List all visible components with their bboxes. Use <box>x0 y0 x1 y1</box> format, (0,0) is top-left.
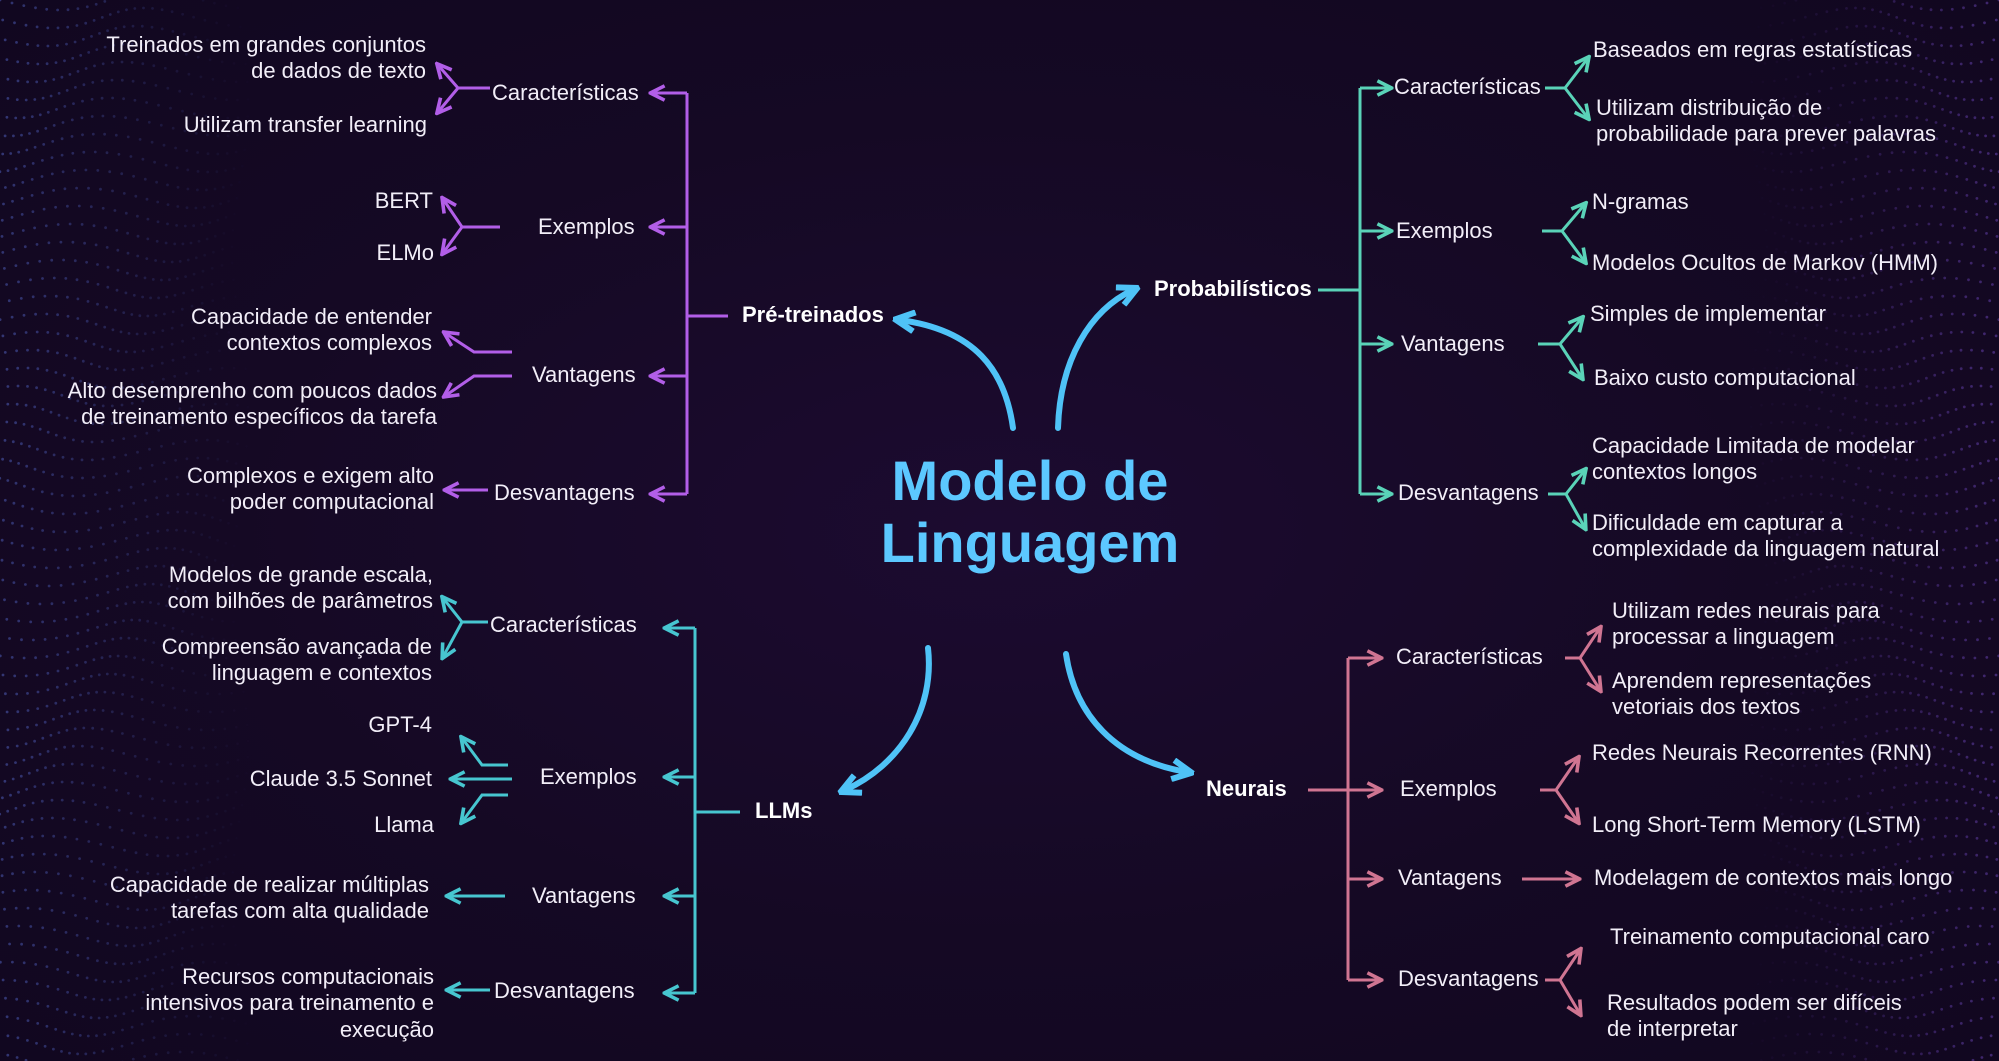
pretreinados-caracteristicas-label: Características <box>492 80 639 105</box>
pretreinados-desvantagens-label: Desvantagens <box>494 480 635 505</box>
branch-probabilisticos: Probabilísticos <box>1154 276 1312 301</box>
llms-exemplos-label: Exemplos <box>540 764 637 789</box>
probabilisticos-exemplo-ngramas: N-gramas <box>1592 189 1689 214</box>
llms-caracteristicas-label: Características <box>490 612 637 637</box>
neurais-desvantagem-1: Treinamento computacional caro <box>1610 924 1930 949</box>
pretreinados-caracteristica-1: Treinados em grandes conjuntos de dados … <box>106 32 426 84</box>
main-title: Modelo de Linguagem <box>880 449 1180 574</box>
neurais-caracteristica-1: Utilizam redes neurais para processar a … <box>1612 598 1880 650</box>
probabilisticos-caracteristica-1: Baseados em regras estatísticas <box>1593 37 1913 62</box>
pretreinados-vantagem-1: Capacidade de entender contextos complex… <box>191 304 432 356</box>
center-arrow-pretreinados <box>900 320 1016 431</box>
pretreinados-vantagem-2: Alto desemprenho com poucos dados de tre… <box>67 378 437 430</box>
pretreinados-desvantagem-1: Complexos e exigem alto poder computacio… <box>186 463 434 515</box>
branch-neurais: Neurais <box>1206 776 1287 801</box>
llms-connectors <box>443 598 740 993</box>
llms-caracteristica-2: Compreensão avançada de linguagem e cont… <box>161 634 432 686</box>
branch-pretreinados: Pré-treinados <box>742 302 884 327</box>
neurais-desvantagens-label: Desvantagens <box>1398 966 1539 991</box>
probabilisticos-desvantagem-2: Dificuldade em capturar a complexidade d… <box>1592 510 1940 562</box>
neurais-desvantagem-2: Resultados podem ser difíceis de interpr… <box>1607 990 1902 1042</box>
probabilisticos-exemplos-label: Exemplos <box>1396 218 1493 243</box>
llms-caracteristica-1: Modelos de grande escala, com bilhões de… <box>167 562 433 614</box>
probabilisticos-vantagem-1: Simples de implementar <box>1590 301 1826 326</box>
pretreinados-exemplo-elmo: ELMo <box>376 240 434 265</box>
center-arrow-probabilisticos <box>1055 290 1133 431</box>
pretreinados-exemplos-label: Exemplos <box>538 214 635 239</box>
neurais-connectors <box>1308 628 1600 1014</box>
center-arrow-neurais <box>1063 651 1187 772</box>
probabilisticos-vantagem-2: Baixo custo computacional <box>1594 365 1856 390</box>
pretreinados-vantagens-label: Vantagens <box>532 362 636 387</box>
probabilisticos-vantagens-label: Vantagens <box>1401 331 1505 356</box>
probabilisticos-caracteristicas-label: Características <box>1394 74 1541 99</box>
neurais-exemplos-label: Exemplos <box>1400 776 1497 801</box>
pretreinados-connectors <box>438 65 728 494</box>
llms-vantagens-label: Vantagens <box>532 883 636 908</box>
llms-exemplo-llama: Llama <box>374 812 434 837</box>
llms-desvantagem-1: Recursos computacionais intensivos para … <box>145 964 434 1042</box>
llms-exemplo-claude: Claude 3.5 Sonnet <box>249 766 432 791</box>
probabilisticos-desvantagem-1: Capacidade Limitada de modelar contextos… <box>1592 433 1915 485</box>
pretreinados-caracteristica-2: Utilizam transfer learning <box>183 112 427 137</box>
llms-desvantagens-label: Desvantagens <box>494 978 635 1003</box>
neurais-exemplo-lstm: Long Short-Term Memory (LSTM) <box>1592 812 1921 837</box>
neurais-exemplo-rnn: Redes Neurais Recorrentes (RNN) <box>1592 740 1932 765</box>
llms-exemplo-gpt4: GPT-4 <box>368 712 432 737</box>
neurais-caracteristica-2: Aprendem representações vetoriais dos te… <box>1612 668 1872 720</box>
probabilisticos-exemplo-hmm: Modelos Ocultos de Markov (HMM) <box>1592 250 1938 275</box>
neurais-caracteristicas-label: Características <box>1396 644 1543 669</box>
neurais-vantagens-label: Vantagens <box>1398 865 1502 890</box>
center-arrow-llms <box>845 645 932 790</box>
pretreinados-exemplo-bert: BERT <box>374 188 433 213</box>
probabilisticos-caracteristica-2: Utilizam distribuição de probabilidade p… <box>1596 95 1936 147</box>
branch-llms: LLMs <box>755 798 813 823</box>
llms-vantagem-1: Capacidade de realizar múltiplas tarefas… <box>109 872 429 924</box>
probabilisticos-desvantagens-label: Desvantagens <box>1398 480 1539 505</box>
neurais-vantagem-1: Modelagem de contextos mais longo <box>1594 865 1953 890</box>
probabilisticos-connectors <box>1318 58 1588 528</box>
